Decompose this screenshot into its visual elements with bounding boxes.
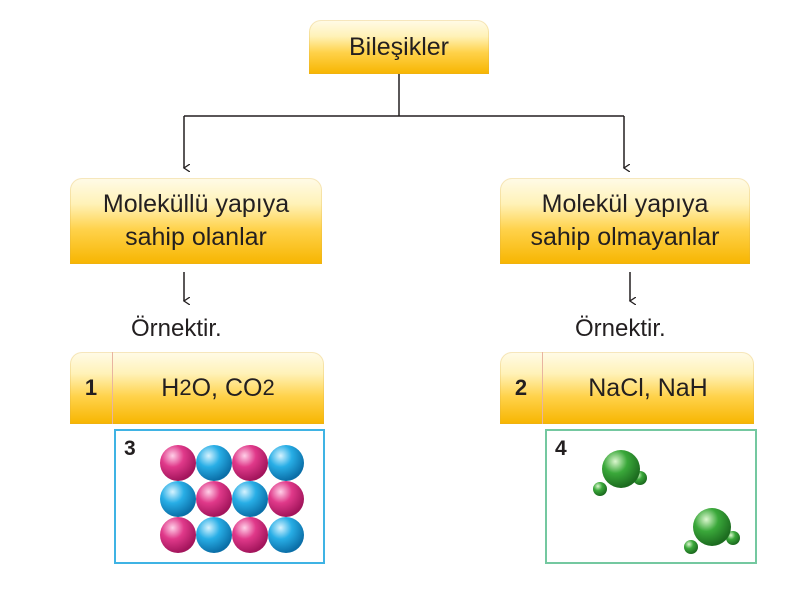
molecule-illustration [593, 450, 740, 554]
formula-part-a: H [161, 373, 180, 402]
root-label: Bileşikler [348, 32, 450, 61]
pink-ion-sphere [160, 445, 196, 481]
left-example-number: 1 [70, 352, 113, 424]
left-example-label: Örnektir. [131, 315, 222, 342]
molecule-atom-small [726, 531, 740, 545]
blue-ion-sphere [268, 517, 304, 553]
pink-ion-sphere [196, 481, 232, 517]
molecule-1 [593, 450, 647, 496]
right-example-formula-box: 2 NaCl, NaH [500, 352, 754, 424]
left-panel-number: 3 [124, 437, 136, 460]
right-example-number: 2 [500, 352, 543, 424]
molecule-panel: 4 [545, 429, 757, 564]
lattice-illustration [160, 445, 304, 553]
blue-ion-sphere [232, 481, 268, 517]
blue-ion-sphere [196, 517, 232, 553]
right-example-label: Örnektir. [575, 315, 666, 342]
blue-ion-sphere [268, 445, 304, 481]
pink-ion-sphere [232, 517, 268, 553]
root-compounds-box: Bileşikler [309, 20, 489, 74]
non-molecular-category-line2: sahip olmayanlar [530, 223, 720, 251]
molecular-category-line1: Moleküllü yapıya [102, 190, 290, 218]
molecule-atom-large [693, 508, 731, 546]
pink-ion-sphere [268, 481, 304, 517]
right-panel-number: 4 [555, 437, 567, 460]
molecular-category-line2: sahip olanlar [125, 223, 267, 251]
non-molecular-category-box: Molekül yapıya sahip olmayanlar [500, 178, 750, 264]
blue-ion-sphere [196, 445, 232, 481]
molecule-2 [684, 508, 740, 554]
molecular-category-box: Moleküllü yapıya sahip olanlar [70, 178, 322, 264]
formula-part-b: O, CO [191, 373, 263, 402]
pink-ion-sphere [232, 445, 268, 481]
non-molecular-category-line1: Molekül yapıya [541, 190, 709, 218]
blue-ion-sphere [160, 481, 196, 517]
ionic-lattice-panel: 3 [114, 429, 325, 564]
molecule-atom-large [602, 450, 640, 488]
molecule-atom-small [684, 540, 698, 554]
molecule-atom-small [593, 482, 607, 496]
right-formula: NaCl, NaH [588, 373, 708, 402]
pink-ion-sphere [160, 517, 196, 553]
